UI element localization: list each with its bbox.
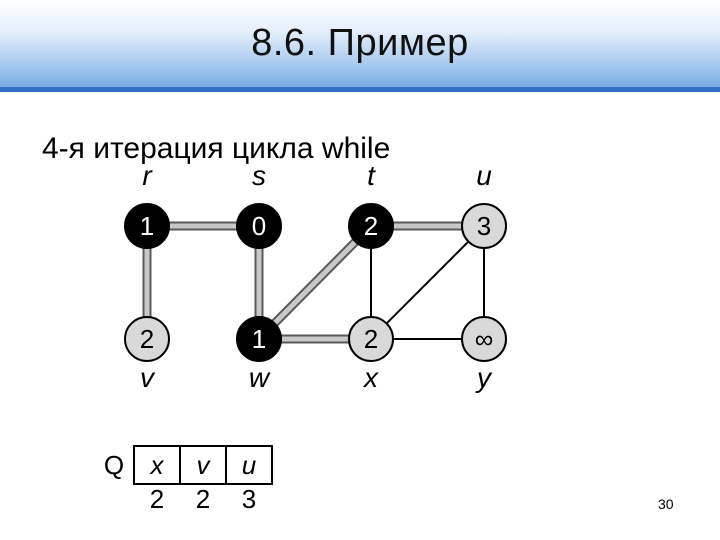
node-s-distance: 0: [252, 211, 266, 241]
node-t-label: t: [367, 160, 376, 191]
slide-subtitle: 4-я итерация цикла while: [42, 132, 391, 165]
node-v-distance: 2: [140, 324, 154, 354]
queue-item-distance: 2: [150, 484, 164, 514]
node-y-label: y: [475, 362, 493, 393]
node-w-distance: 1: [252, 324, 266, 354]
queue-item-distance: 3: [242, 484, 256, 514]
queue-item-distance: 2: [196, 484, 210, 514]
slide-title: 8.6. Пример: [251, 22, 469, 64]
edge-w-t: [255, 222, 375, 343]
node-u-label: u: [476, 160, 492, 191]
node-w: 1: [236, 316, 282, 362]
node-x-label: x: [362, 362, 379, 393]
node-s-label: s: [252, 160, 266, 191]
node-w-label: w: [249, 362, 271, 393]
node-v-label: v: [140, 362, 156, 393]
labels-layer: r s t u v w x y: [140, 160, 493, 393]
title-band: [0, 0, 720, 92]
edge-x-u: [370, 225, 485, 340]
queue-item-vertex: v: [197, 450, 212, 480]
node-u-distance: 3: [477, 211, 491, 241]
edges-layer: [142, 221, 485, 344]
node-r-label: r: [142, 160, 153, 191]
node-t: 2: [348, 203, 394, 249]
nodes-layer: 1 0 2 3 2 1 2 ∞: [124, 203, 507, 362]
node-v: 2: [124, 316, 170, 362]
node-y-distance: ∞: [475, 324, 494, 354]
node-u: 3: [461, 203, 507, 249]
node-r: 1: [124, 203, 170, 249]
queue-item-vertex: u: [242, 450, 256, 480]
node-x: 2: [348, 316, 394, 362]
node-t-distance: 2: [364, 211, 378, 241]
node-x-distance: 2: [364, 324, 378, 354]
node-s: 0: [236, 203, 282, 249]
queue-box: [133, 445, 273, 485]
queue-label: Q: [104, 450, 124, 480]
node-r-distance: 1: [140, 211, 154, 241]
node-y: ∞: [461, 316, 507, 362]
queue-item-vertex: x: [149, 450, 165, 480]
slide-number: 30: [658, 496, 674, 512]
